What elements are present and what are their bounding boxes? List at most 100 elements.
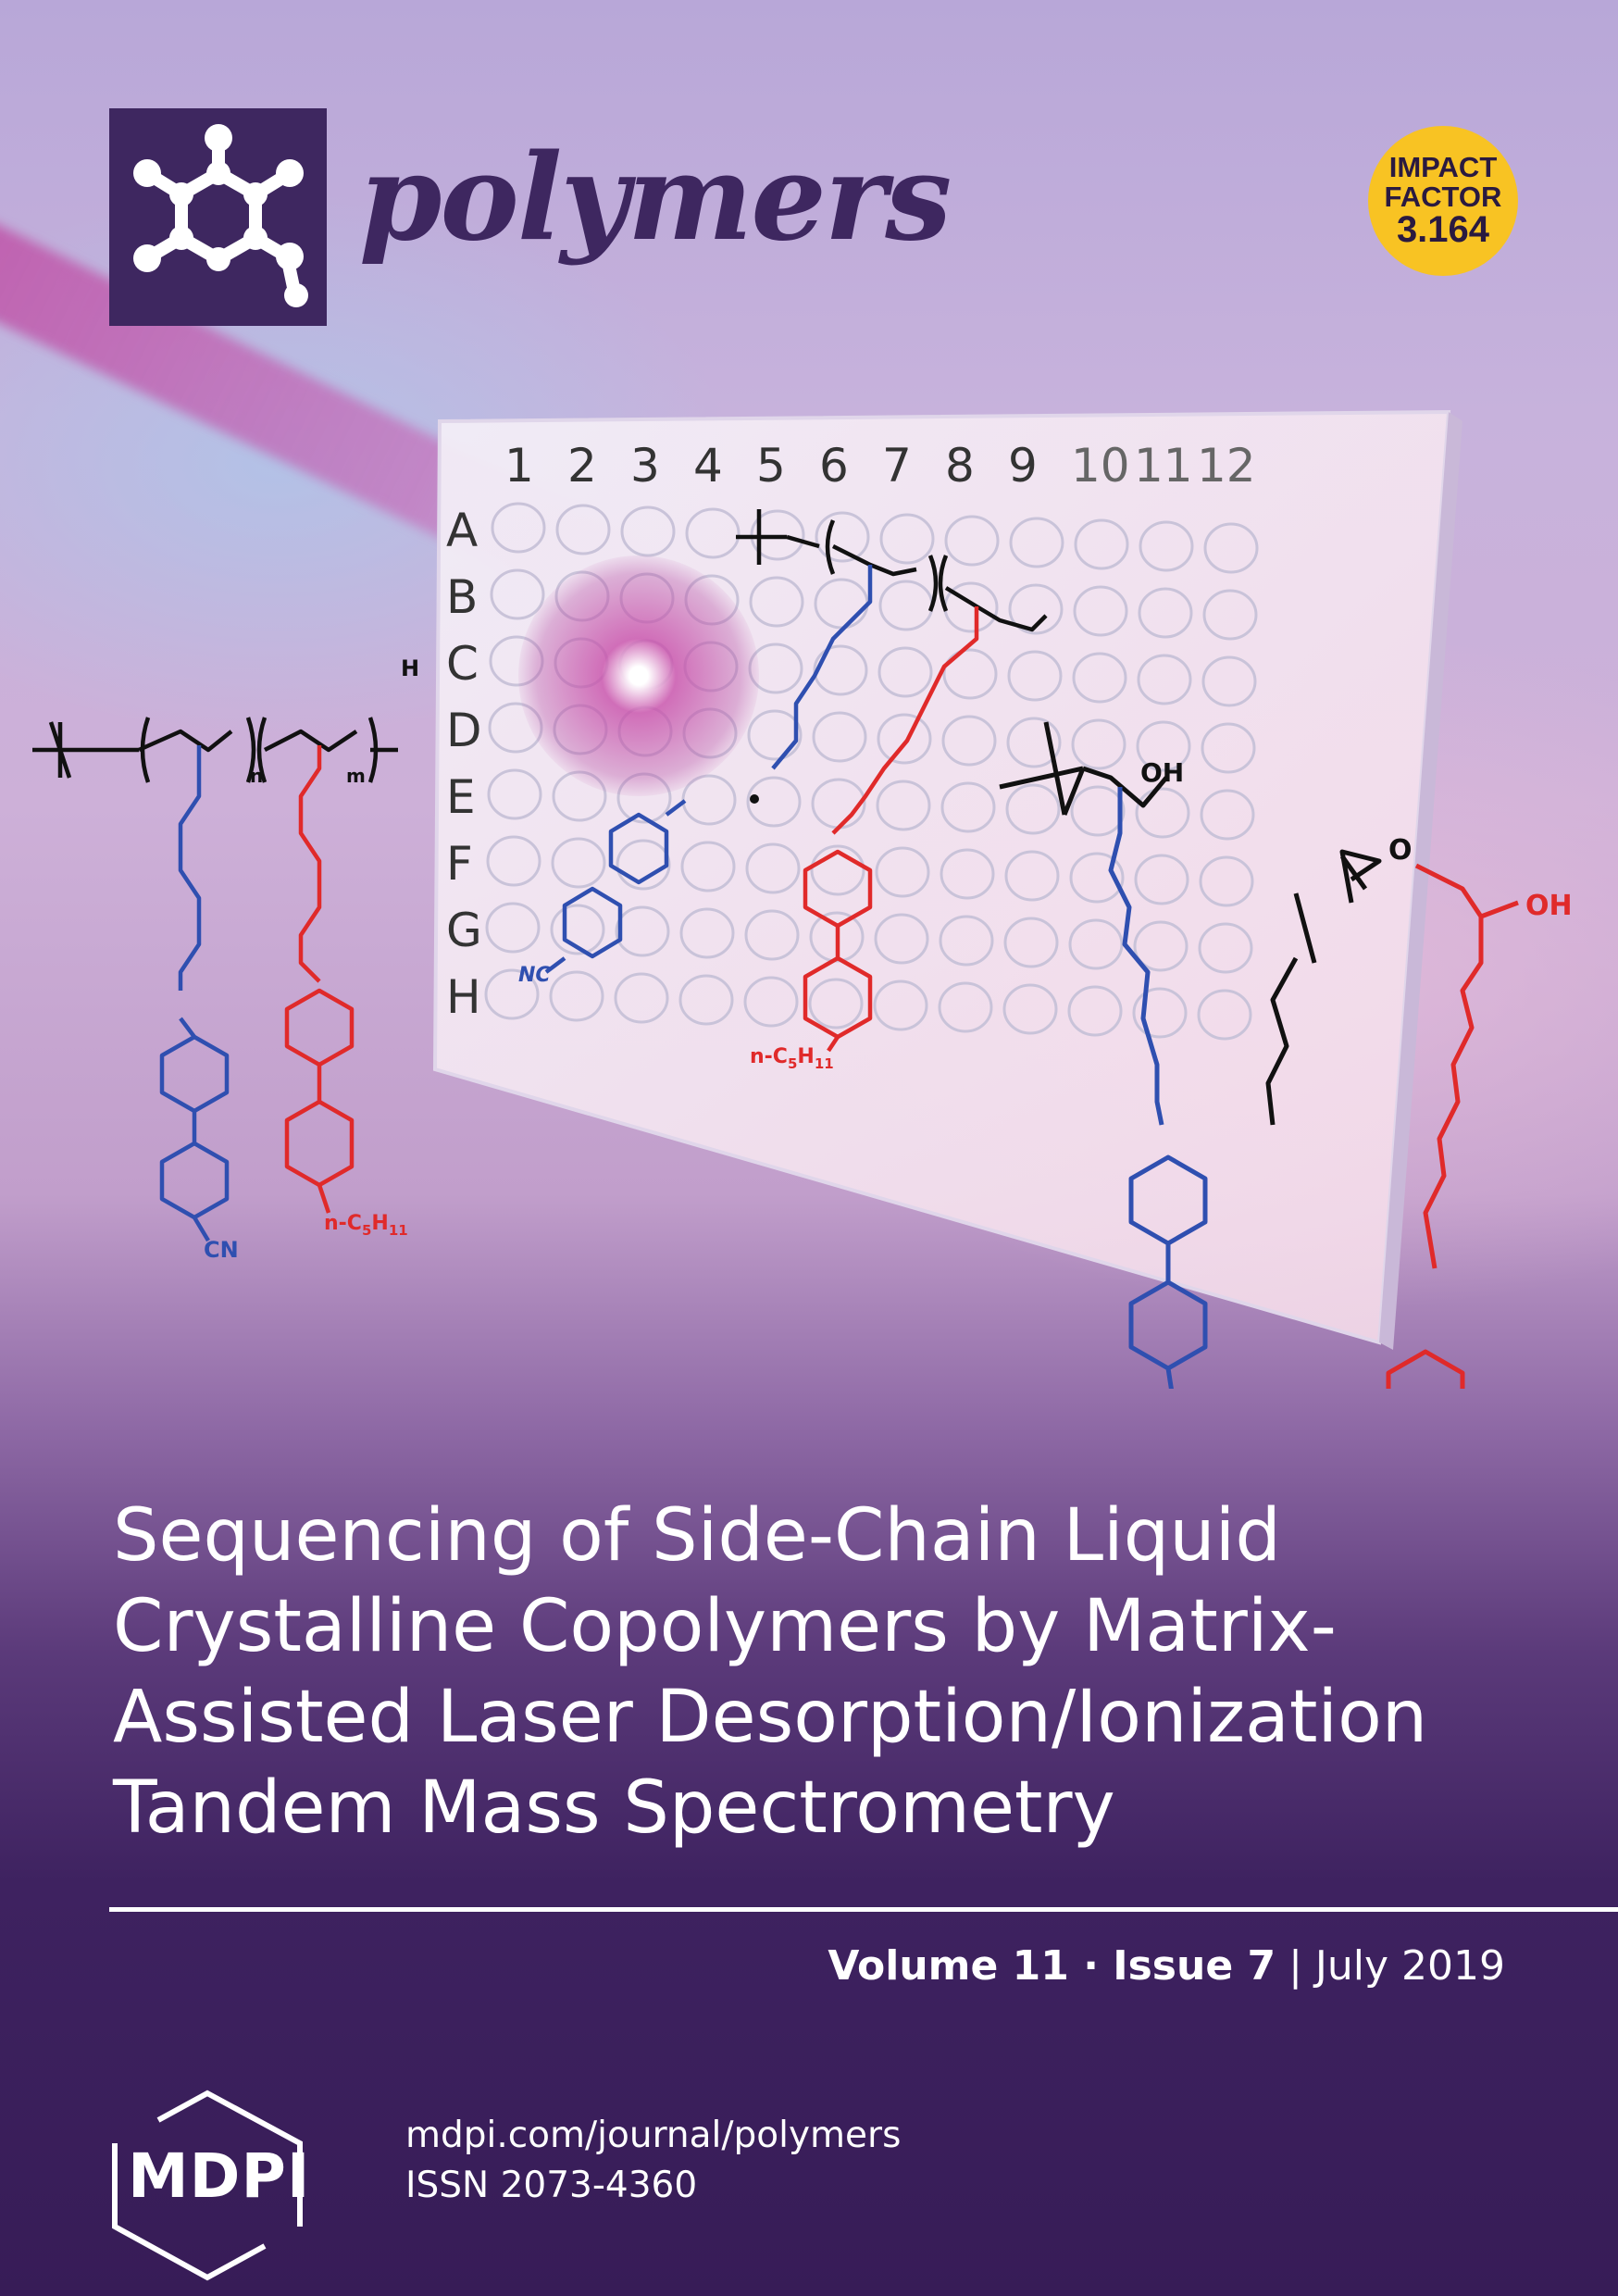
plate-well (743, 976, 799, 1028)
article-title-line-4: Tandem Mass Spectrometry (113, 1766, 1115, 1850)
publisher-name: MDPI (128, 2140, 311, 2212)
plate-well (1200, 789, 1255, 841)
plate-well (1072, 652, 1127, 704)
plate-well (873, 980, 928, 1031)
plate-well (1074, 518, 1129, 570)
molecule-logo-icon (133, 124, 308, 307)
structure-labels: n m H CN n-C5H11 NC n-C5H11 OH CN OH O (204, 655, 1573, 1263)
plate-well (1203, 522, 1259, 574)
plate-well (875, 846, 930, 898)
plate-well (1071, 718, 1126, 770)
plate-well (1133, 920, 1189, 972)
plate-well (1199, 855, 1254, 907)
plate-column-label: 4 (693, 439, 723, 493)
plate-well (685, 507, 741, 559)
impact-factor-label-2: FACTOR (1384, 180, 1502, 213)
issue-separator-dot: · (1068, 1942, 1114, 1990)
plate-column-label: 9 (1008, 439, 1038, 493)
plate-column-label: 6 (819, 439, 849, 493)
plate-well (614, 972, 669, 1024)
plate-well (1139, 520, 1194, 572)
plate-well (1137, 654, 1192, 705)
polymers-logo (109, 108, 327, 326)
plate-well (1138, 587, 1193, 639)
plate-well (1008, 583, 1064, 635)
plate-well (815, 511, 870, 563)
plate-copolymer-structure (544, 509, 1048, 1053)
plate-well (680, 841, 736, 892)
impact-factor-badge: IMPACT FACTOR 3.164 (1368, 126, 1518, 276)
plate-well (549, 970, 604, 1022)
plate-well (551, 837, 606, 889)
plate-well (1005, 783, 1061, 835)
plate-well (1006, 717, 1062, 768)
plate-well (879, 513, 935, 565)
plate-well (678, 974, 734, 1026)
issue-number-label: Issue 7 (1113, 1942, 1276, 1990)
pentyl-label-plate: n-C5H11 (750, 1045, 834, 1072)
end-group-h-left: H (401, 655, 419, 681)
article-title: Sequencing of Side-Chain Liquid Crystall… (113, 1491, 1557, 1853)
plate-well (939, 915, 994, 967)
cyano-label-left: CN (204, 1237, 239, 1263)
mdpi-logo (107, 2088, 339, 2282)
plate-well (877, 713, 932, 765)
plate-well (942, 648, 998, 700)
plate-well (1003, 917, 1059, 968)
plate-well (1201, 722, 1256, 774)
plate-well (555, 504, 611, 555)
article-title-line-3: Assisted Laser Desorption/Ionization (113, 1676, 1428, 1759)
issue-date: July 2019 (1314, 1942, 1505, 1990)
plate-column-label: 3 (630, 439, 660, 493)
plate-well (1002, 983, 1058, 1035)
pentyl-label-left: n-C5H11 (324, 1212, 408, 1239)
plate-well (808, 978, 864, 1029)
plate-column-label: 1 (504, 439, 534, 493)
plate-well (1134, 854, 1189, 905)
impact-factor-label: IMPACT (1388, 150, 1498, 183)
plate-well (876, 780, 931, 831)
plate-well (1009, 517, 1064, 568)
plate-row-label: F (446, 837, 473, 891)
plate-well (1201, 655, 1257, 707)
plate-well (550, 904, 605, 955)
plate-well (616, 839, 671, 891)
journal-url[interactable]: mdpi.com/journal/polymers (405, 2115, 902, 2156)
plate-well (749, 576, 804, 628)
plate-row-label: B (446, 570, 478, 624)
plate-well (877, 646, 933, 698)
plate-well (1069, 852, 1125, 904)
plate-column-label: 11 (1134, 439, 1193, 493)
plate-well (679, 907, 735, 959)
plate-well (1067, 985, 1123, 1037)
plate-well (1132, 987, 1188, 1039)
mdpi-hexagon-icon (112, 2090, 303, 2281)
subscript-n-left: n (250, 765, 263, 787)
plate-well (1135, 787, 1190, 839)
plate-well (944, 515, 1000, 567)
plate-well (745, 842, 801, 894)
issue-info: Volume 11 · Issue 7 | July 2019 (828, 1942, 1505, 1990)
plate-edge (1379, 412, 1462, 1350)
plate-well (1202, 589, 1258, 641)
plate-well (941, 715, 997, 767)
divider-rule (109, 1907, 1618, 1912)
plate-well (485, 902, 541, 954)
left-copolymer-structure (32, 717, 398, 1242)
plate-well (1073, 585, 1128, 637)
plate-well (1004, 850, 1060, 902)
journal-title: polymers (359, 129, 952, 268)
plate-well (940, 848, 995, 900)
plate-well (1136, 720, 1191, 772)
cyano-label-plate: NC (518, 964, 551, 987)
plate-row-label: C (446, 637, 479, 691)
plate-well (1197, 989, 1252, 1041)
plate-well (744, 909, 800, 961)
article-title-line-1: Sequencing of Side-Chain Liquid (113, 1494, 1281, 1578)
plate-row-label: A (446, 504, 478, 557)
plate-well (484, 968, 540, 1020)
plate-column-label: 5 (756, 439, 786, 493)
plate-row-label: D (446, 704, 482, 757)
